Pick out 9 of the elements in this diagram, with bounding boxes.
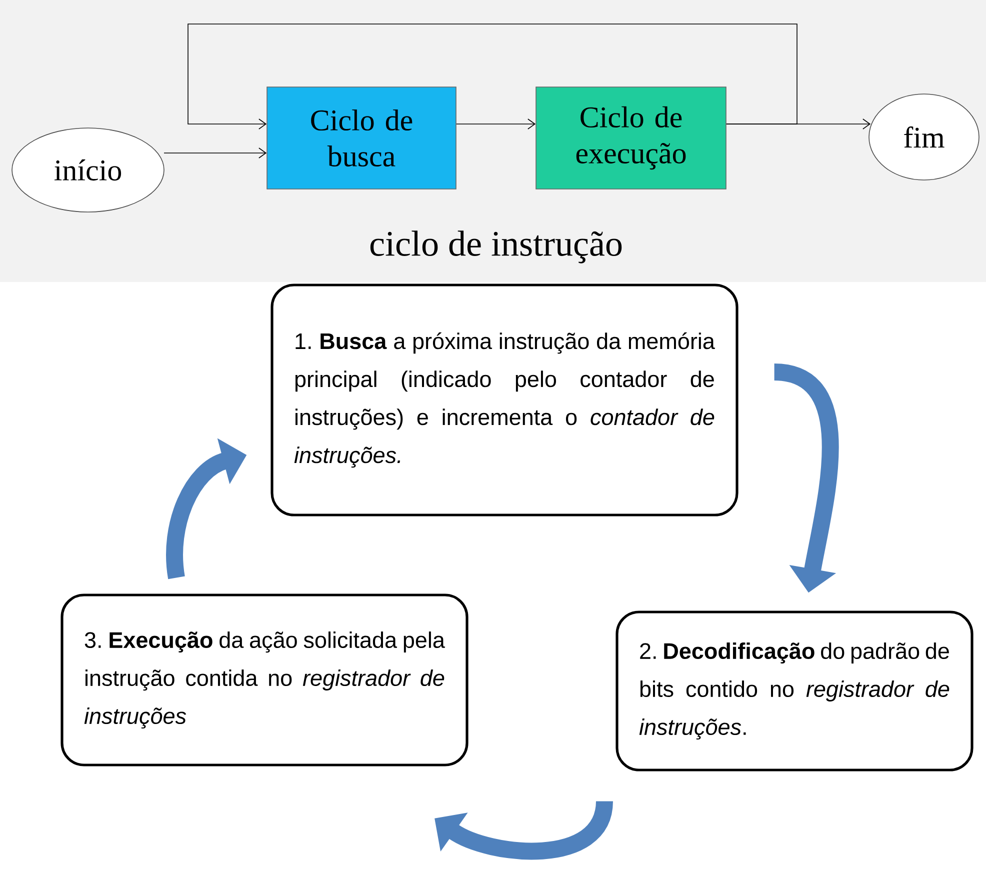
caption: ciclo de instrução bbox=[370, 230, 622, 264]
step-box: 2. Decodificação do padrão de bits contido no registrador de instruções. bbox=[616, 610, 974, 772]
process-box: Ciclo de execução bbox=[536, 86, 726, 190]
step-box: 3. Execução da ação solicitada pela instrução contida no registrador de instruções bbox=[60, 594, 468, 766]
arrow bbox=[456, 118, 536, 130]
arrow bbox=[188, 24, 798, 130]
arrow bbox=[164, 148, 267, 158]
step-box: 1. Busca a próxima instrução da memória principal (indicado pelo contador de instruções) e incrementa o contador de instruções. bbox=[270, 284, 738, 516]
process-box: Ciclo de busca bbox=[266, 86, 456, 190]
